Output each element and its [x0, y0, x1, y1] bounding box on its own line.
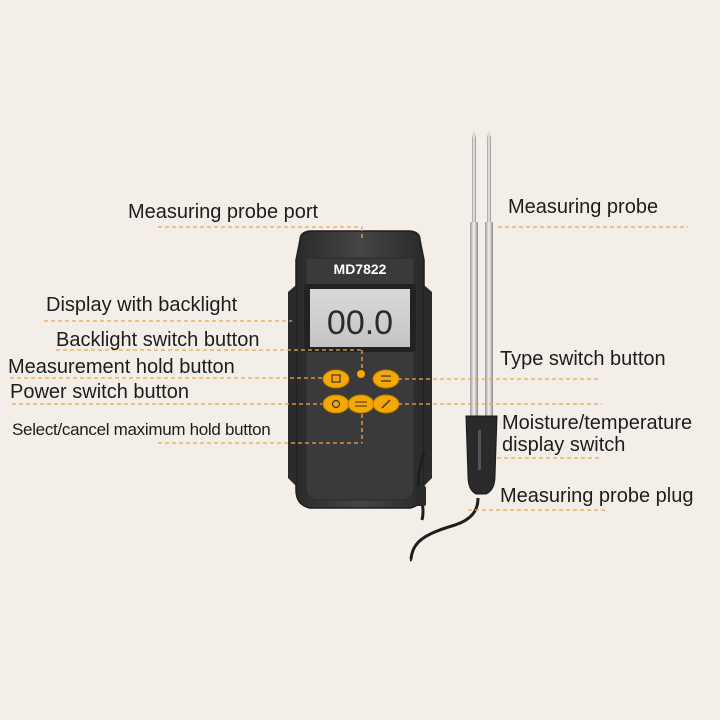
label-type-switch-button: Type switch button — [500, 348, 666, 370]
label-measurement-hold-button: Measurement hold button — [8, 356, 235, 378]
model-name: MD7822 — [334, 261, 387, 277]
label-measuring-probe-plug: Measuring probe plug — [500, 485, 694, 507]
label-display-with-backlight: Display with backlight — [46, 294, 238, 316]
indicator-dot — [357, 370, 365, 378]
leader-lines — [10, 226, 688, 511]
lcd-reading: 00.0 — [327, 304, 393, 342]
measuring-probe — [465, 128, 498, 495]
lcd-display: 00.0 — [304, 284, 416, 352]
label-measuring-probe-port: Measuring probe port — [128, 201, 319, 223]
label-backlight-switch-button: Backlight switch button — [56, 329, 260, 351]
probe-cable — [409, 451, 480, 562]
probe-plug — [416, 486, 426, 506]
power-button[interactable] — [322, 394, 350, 414]
hold-button[interactable] — [322, 369, 350, 389]
label-moisture-temp-line2: display switch — [502, 434, 626, 456]
max-hold-button[interactable] — [347, 394, 375, 414]
type-switch-button[interactable] — [372, 369, 400, 389]
label-moisture-temp-line1: Moisture/temperature — [502, 412, 693, 434]
label-measuring-probe: Measuring probe — [508, 196, 659, 218]
label-select-cancel-max-hold: Select/cancel maximum hold button — [12, 420, 271, 439]
label-power-switch-button: Power switch button — [10, 381, 189, 403]
moisture-temp-button[interactable] — [372, 394, 400, 414]
